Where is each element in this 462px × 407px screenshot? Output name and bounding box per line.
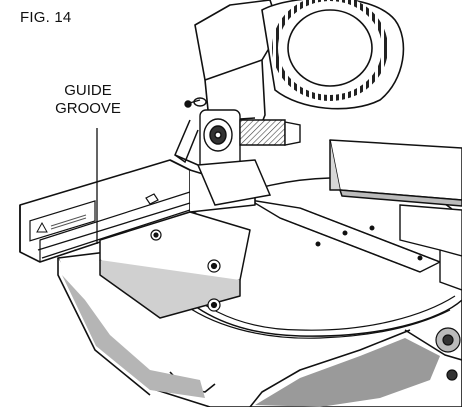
right-bolt	[435, 327, 461, 353]
callout-groove: GROOVE	[55, 100, 121, 117]
callout-guide: GUIDE	[64, 82, 112, 99]
fence-screw	[145, 193, 162, 241]
blade-guard	[261, 0, 405, 110]
kerf-plate	[249, 199, 442, 273]
support-column	[174, 119, 272, 206]
warning-label	[29, 200, 96, 242]
left-table	[99, 211, 251, 319]
right-fence	[329, 139, 462, 207]
base-shading	[62, 275, 205, 398]
base-shading-right	[255, 338, 440, 407]
table-screws	[207, 259, 458, 381]
pivot-motor	[184, 97, 301, 171]
guide-groove	[37, 202, 191, 259]
figure-label: FIG. 14	[20, 9, 72, 26]
right-extension	[399, 204, 462, 291]
